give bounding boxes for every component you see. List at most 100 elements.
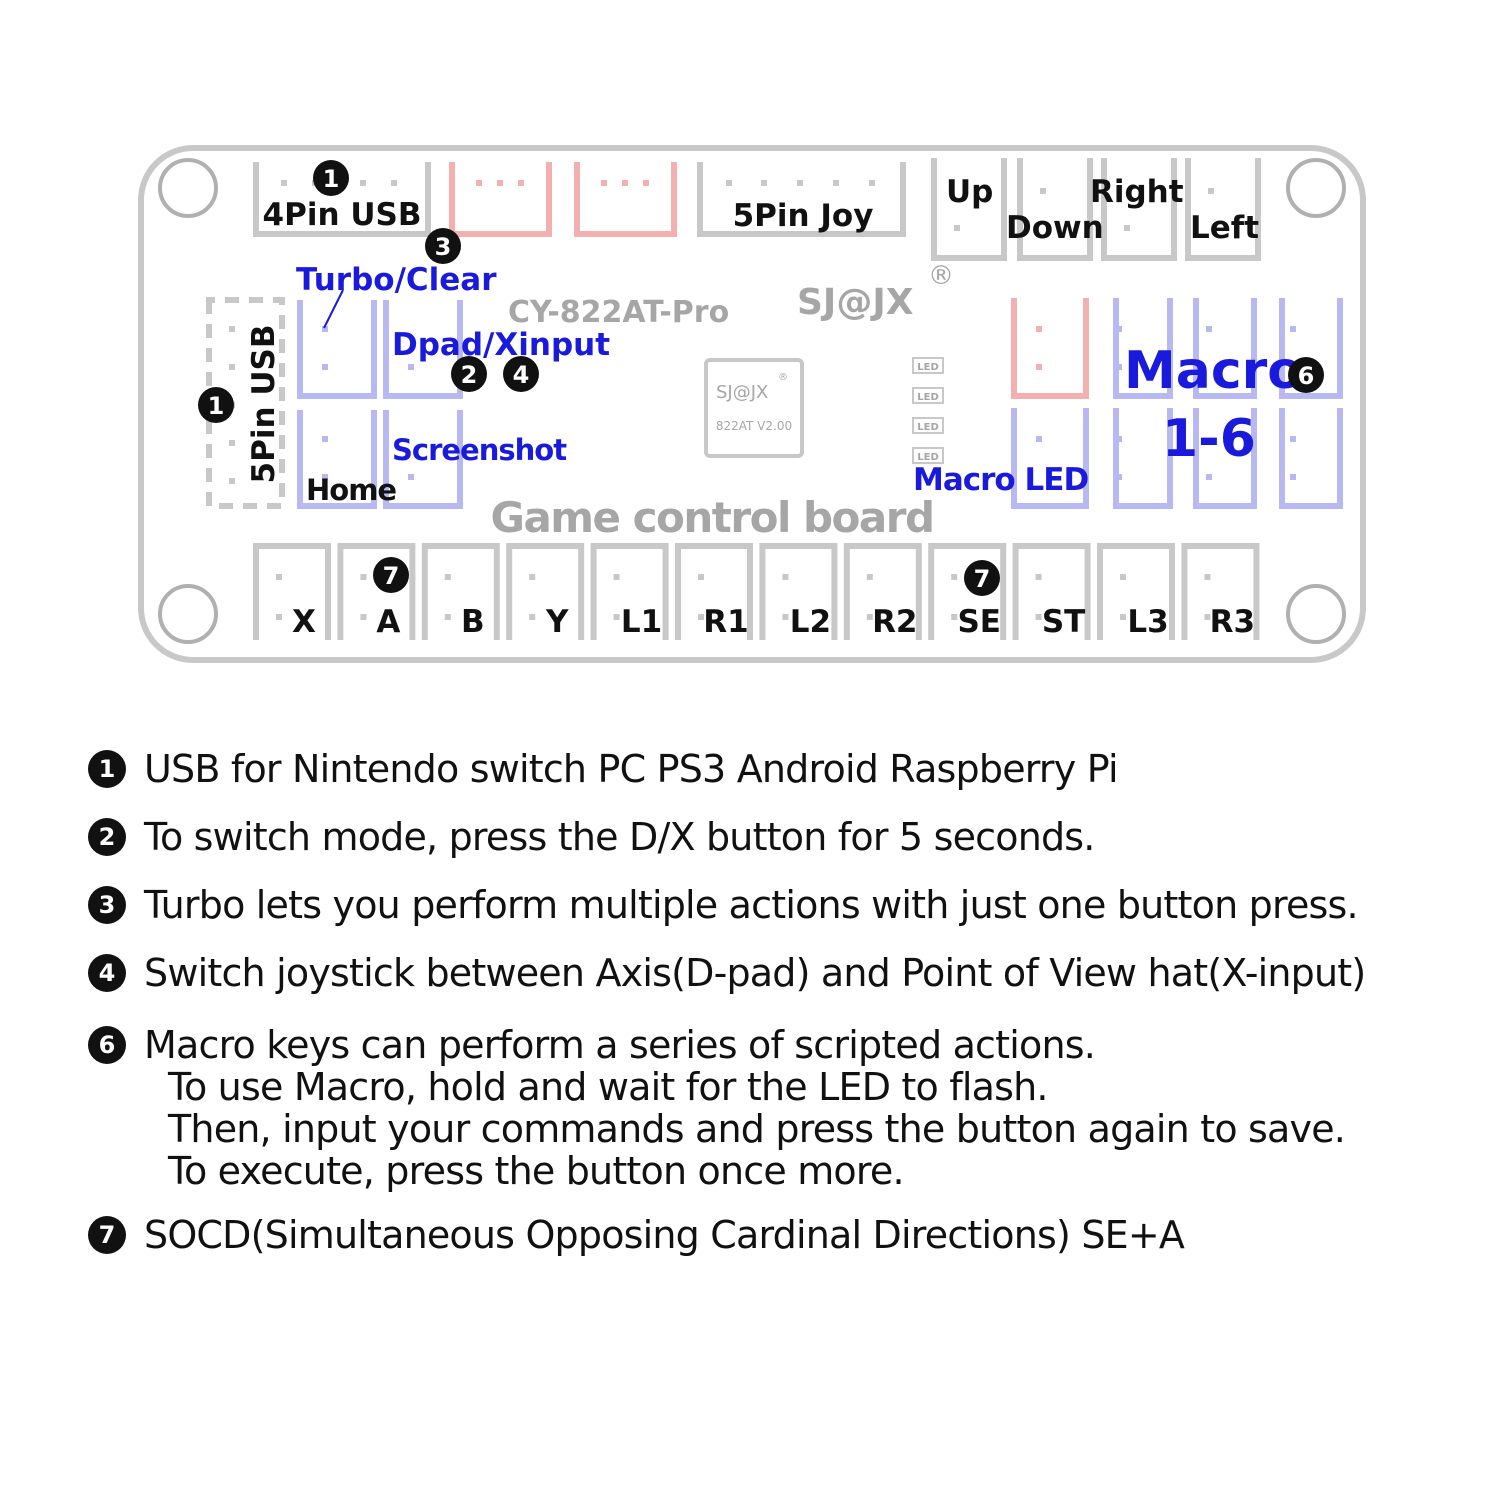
- macro-led-connector: [1011, 298, 1089, 399]
- note-item: 7 SOCD(Simultaneous Opposing Cardinal Dir…: [88, 1213, 1185, 1257]
- macro-connectors: [1011, 298, 1343, 509]
- note-bullet: 3: [88, 886, 126, 924]
- brand-label: SJ@JX: [797, 282, 914, 323]
- dir-connector-up: [931, 158, 1007, 261]
- note-item: 2 To switch mode, press the D/X button fo…: [88, 816, 1095, 858]
- chip: [704, 358, 804, 458]
- markers: 1 3 2 4 1 6 7 7: [198, 160, 1324, 596]
- dir-left-label: Left: [1190, 210, 1259, 246]
- button-connector: R2: [843, 543, 922, 640]
- led-indicators: LED LED LED LED: [912, 357, 944, 464]
- button-connector: L3: [1097, 543, 1175, 640]
- registered-mark: ®: [928, 261, 954, 291]
- button-label: ST: [1042, 604, 1085, 640]
- red-connector: [449, 162, 552, 237]
- usb5-connector: [206, 297, 285, 509]
- chip-model: 822AT V2.00: [716, 419, 792, 433]
- marker-turbo: 3: [435, 233, 452, 261]
- button-connector: B: [421, 543, 500, 640]
- macro-led-label: Macro LED: [913, 462, 1088, 498]
- macro-label: Macro: [1124, 341, 1303, 401]
- turbo-pointer: [323, 289, 344, 329]
- led-tag: LED: [917, 392, 939, 403]
- note-item: 4 Switch joystick between Axis(D-pad) and…: [88, 951, 1366, 995]
- note-line: To use Macro, hold and wait for the LED …: [168, 1065, 1048, 1109]
- red-connector: [574, 162, 677, 237]
- note-line: To switch mode, press the D/X button for…: [144, 815, 1095, 859]
- turbo-label: Turbo/Clear: [296, 262, 497, 298]
- button-connector: L1: [590, 543, 669, 640]
- button-label: L2: [790, 604, 831, 640]
- button-label: L1: [621, 604, 662, 640]
- button-label: A: [376, 604, 400, 640]
- home-label: Home: [306, 473, 396, 507]
- note-bullet: 7: [88, 1216, 126, 1254]
- button-row: X A B Y L1 R1 L2 R2 SE ST L3 R3: [253, 543, 1260, 640]
- screenshot-label: Screenshot: [392, 433, 567, 467]
- note-line: Macro keys can perform a series of scrip…: [144, 1023, 1096, 1067]
- board-title: Game control board: [490, 493, 933, 542]
- note-line: Turbo lets you perform multiple actions …: [144, 883, 1359, 927]
- button-connector: L2: [759, 543, 838, 640]
- board-outline: [138, 145, 1366, 663]
- marker-dx: 2: [461, 361, 478, 389]
- note-item: 3 Turbo lets you perform multiple actions…: [88, 883, 1359, 927]
- button-connector: SE: [928, 543, 1007, 640]
- marker-axis: 4: [513, 361, 530, 389]
- button-connector: R3: [1181, 543, 1260, 640]
- led-tag: LED: [917, 362, 939, 373]
- marker-socd-se: 7: [974, 565, 991, 593]
- dir-right-label: Right: [1090, 174, 1184, 210]
- button-connector: ST: [1012, 543, 1091, 640]
- chip-brand: SJ@JX: [716, 382, 768, 403]
- dir-up-label: Up: [946, 174, 993, 210]
- note-bullet: 6: [88, 1026, 126, 1064]
- led-tag: LED: [917, 422, 939, 433]
- chip-registered: ®: [778, 372, 788, 383]
- model-label: CY-822AT-Pro: [508, 295, 729, 330]
- marker-usb-top: 1: [323, 165, 340, 193]
- dir-connector-right: [1101, 158, 1177, 261]
- usb5-label: 5Pin USB: [246, 325, 282, 484]
- note-item: 1 USB for Nintendo switch PC PS3 Android …: [88, 747, 1119, 791]
- note-line: Switch joystick between Axis(D-pad) and …: [144, 951, 1366, 995]
- note-line: Then, input your commands and press the …: [168, 1107, 1346, 1151]
- button-label: SE: [957, 604, 1001, 640]
- note-item: 6 Macro keys can perform a series of scri…: [88, 1023, 1346, 1193]
- mounting-hole: [1286, 158, 1346, 218]
- joy5-connector: [697, 162, 906, 237]
- marker-socd-a: 7: [383, 562, 400, 590]
- button-connector: R1: [675, 543, 753, 640]
- button-label: B: [461, 604, 485, 640]
- marker-usb-left: 1: [208, 392, 225, 420]
- note-line: SOCD(Simultaneous Opposing Cardinal Dire…: [144, 1213, 1185, 1257]
- marker-macro: 6: [1298, 362, 1315, 390]
- board-diagram: 4Pin USB 5Pin Joy Up Down Right Left 5Pi…: [138, 145, 1366, 663]
- button-label: L3: [1127, 604, 1168, 640]
- note-bullet: 2: [88, 818, 126, 856]
- mounting-hole: [1286, 584, 1346, 644]
- dpad-label: Dpad/Xinput: [392, 327, 610, 363]
- button-label: R3: [1210, 604, 1255, 640]
- led-tag: LED: [917, 452, 939, 463]
- usb4-label: 4Pin USB: [263, 197, 422, 233]
- button-connector: X: [253, 543, 331, 640]
- button-label: X: [292, 604, 316, 640]
- dir-connector-left: [1185, 158, 1261, 261]
- button-label: R2: [872, 604, 917, 640]
- button-label: R1: [703, 604, 748, 640]
- dir-down-label: Down: [1006, 210, 1104, 246]
- joy5-label: 5Pin Joy: [733, 198, 874, 234]
- note-line: To execute, press the button once more.: [168, 1149, 905, 1193]
- note-line: USB for Nintendo switch PC PS3 Android R…: [144, 747, 1119, 791]
- button-connector: Y: [506, 543, 585, 640]
- note-bullet: 4: [88, 954, 126, 992]
- button-label: Y: [545, 604, 569, 640]
- button-connector: A: [337, 543, 416, 640]
- usb4-connector: [253, 162, 431, 237]
- mounting-hole: [158, 158, 218, 218]
- dir-connector-down: [1017, 158, 1093, 261]
- note-bullet: 1: [88, 750, 126, 788]
- mounting-hole: [158, 584, 218, 644]
- macro-range-label: 1-6: [1162, 409, 1256, 469]
